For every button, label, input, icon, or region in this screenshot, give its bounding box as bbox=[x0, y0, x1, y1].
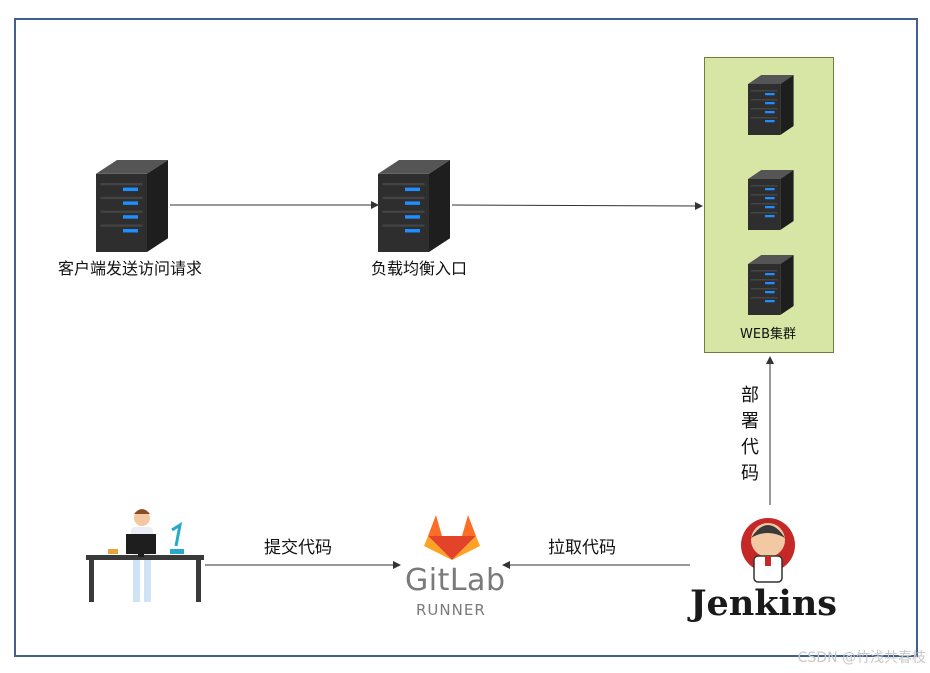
gitlab-logo-icon bbox=[424, 515, 480, 560]
deploy-char: 部 bbox=[741, 385, 759, 406]
deploy-char: 代 bbox=[741, 437, 759, 458]
deploy-char: 码 bbox=[741, 463, 759, 484]
client-server-icon bbox=[96, 160, 168, 252]
web-server-icon-2 bbox=[748, 170, 794, 230]
load-balancer-server-icon bbox=[378, 160, 450, 252]
diagram-frame bbox=[14, 18, 918, 657]
gitlab-wordmark: GitLab bbox=[405, 563, 506, 598]
web-server-icon-3 bbox=[748, 255, 794, 315]
web-cluster-label: WEB集群 bbox=[740, 327, 796, 342]
commit-code-label: 提交代码 bbox=[264, 538, 332, 558]
pull-code-label: 拉取代码 bbox=[548, 538, 616, 558]
jenkins-wordmark: Jenkins bbox=[690, 583, 837, 624]
deploy-code-label: 部 署 代 码 bbox=[737, 383, 763, 487]
developer-icon bbox=[86, 509, 204, 602]
client-label: 客户端发送访问请求 bbox=[58, 259, 203, 278]
watermark: CSDN @竹浅共春枝 bbox=[797, 650, 926, 666]
deploy-char: 署 bbox=[741, 411, 759, 432]
web-server-icon-1 bbox=[748, 75, 794, 135]
gitlab-runner-wordmark: RUNNER bbox=[416, 601, 486, 619]
load-balancer-label: 负载均衡入口 bbox=[371, 259, 468, 278]
jenkins-logo-icon bbox=[741, 518, 795, 583]
edge-lb-to-web bbox=[451, 201, 703, 210]
